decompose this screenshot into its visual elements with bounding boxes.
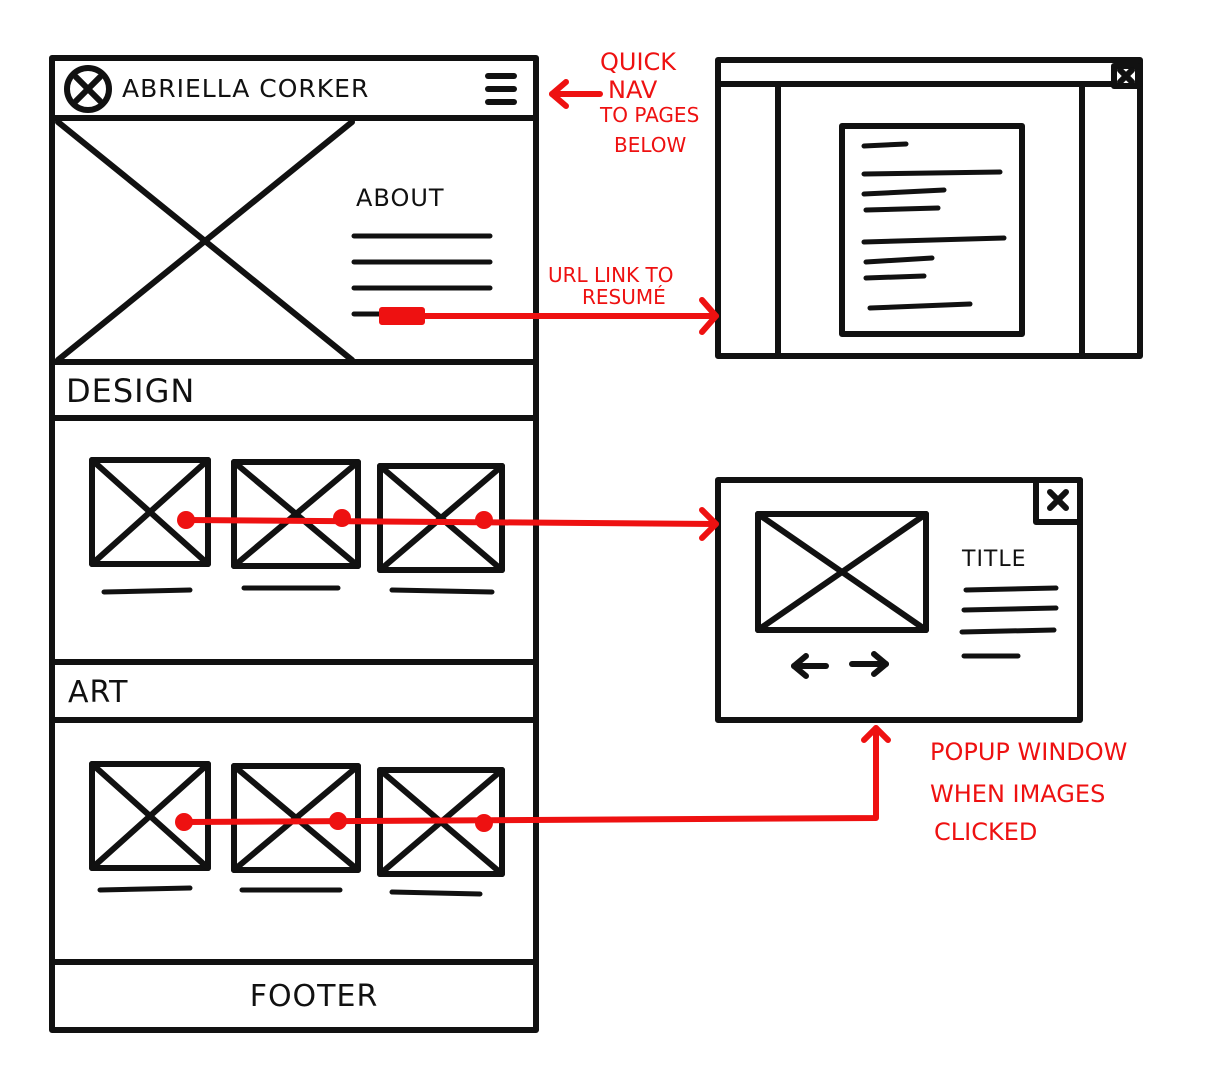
resume-document — [839, 123, 1025, 337]
resume-window-frame — [715, 57, 1143, 359]
hero-image-placeholder — [55, 119, 355, 363]
about-text-lines — [351, 233, 493, 317]
art-to-popup-arrow — [183, 725, 879, 825]
popup-note-line-3: CLICKED — [934, 818, 1037, 846]
design-heading: DESIGN — [66, 372, 195, 410]
design-gallery — [89, 457, 505, 595]
resume-window — [715, 57, 1143, 359]
design-image-2[interactable] — [231, 459, 361, 569]
page-outline — [49, 55, 539, 1033]
click-points — [175, 509, 493, 832]
popup-text-lines — [959, 585, 1059, 659]
quick-nav-note-line-3: TO PAGES — [599, 103, 699, 127]
footer-label: FOOTER — [250, 979, 379, 1014]
arrow-right-icon[interactable] — [849, 651, 889, 677]
url-link-note-line-1: URL LINK TO — [548, 263, 673, 287]
popup-image-placeholder — [755, 511, 929, 633]
about-heading: ABOUT — [356, 184, 445, 212]
quick-nav-note-line-1: QUICK — [600, 48, 677, 76]
page-header — [49, 65, 539, 121]
resume-text-lines — [861, 141, 1007, 311]
popup-note-line-2: WHEN IMAGES — [930, 780, 1105, 808]
quick-nav-note-line-4: BELOW — [614, 133, 687, 157]
popup-note-line-1: POPUP WINDOW — [930, 738, 1127, 766]
popup-note: POPUP WINDOW WHEN IMAGES CLICKED — [930, 738, 1127, 846]
art-image-1[interactable] — [89, 761, 211, 871]
hamburger-menu-icon[interactable] — [485, 73, 517, 105]
design-image-1[interactable] — [89, 457, 211, 567]
design-captions — [101, 585, 495, 595]
close-icon[interactable] — [1111, 63, 1141, 89]
design-image-3[interactable] — [377, 463, 505, 573]
popup-title: TITLE — [961, 547, 1027, 572]
art-captions — [97, 885, 483, 897]
art-gallery — [89, 761, 505, 897]
circle-x-logo-icon[interactable] — [64, 65, 112, 113]
quick-nav-note: QUICK NAV TO PAGES BELOW — [599, 48, 699, 157]
art-heading: ART — [68, 675, 129, 710]
close-icon[interactable] — [1033, 477, 1083, 525]
popup-frame — [715, 477, 1083, 723]
art-image-2[interactable] — [231, 763, 361, 873]
arrow-left-icon[interactable] — [791, 653, 829, 679]
annotation-connectors — [183, 79, 891, 825]
quick-nav-note-line-2: NAV — [608, 76, 658, 104]
page-wireframe — [49, 55, 539, 1033]
design-to-popup-arrow — [183, 517, 719, 527]
site-title: ABRIELLA CORKER — [122, 74, 369, 103]
popup-window — [715, 477, 1083, 723]
resume-link-marker — [379, 307, 425, 325]
url-link-note-line-2: RESUMÉ — [582, 285, 666, 309]
url-link-note: URL LINK TO RESUMÉ — [548, 263, 673, 309]
